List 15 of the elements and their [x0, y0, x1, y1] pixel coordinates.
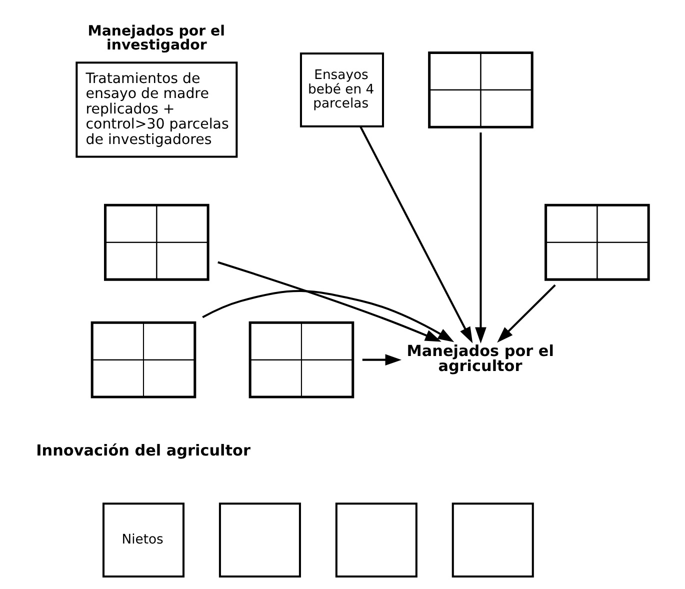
arrow: [496, 284, 556, 343]
arrow: [474, 132, 486, 344]
arrow: [202, 290, 454, 342]
arrow: [359, 126, 472, 344]
arrow: [362, 354, 401, 366]
node-box: [451, 502, 534, 578]
node-label: Manejados por el investigador: [87, 23, 224, 54]
node-box: Ensayos bebé en 4 parcelas: [299, 52, 384, 128]
arrow: [217, 261, 441, 342]
node-box: [334, 502, 417, 578]
node-box: [218, 502, 300, 578]
label: Innovación del agricultor: [36, 442, 250, 460]
node-box: Nietos: [102, 502, 184, 578]
node-box: Tratamientos de ensayo de madre replicados + control>30 parcelas de investigadores: [75, 62, 238, 158]
node-text: Manejados por el agricultor: [406, 342, 554, 375]
